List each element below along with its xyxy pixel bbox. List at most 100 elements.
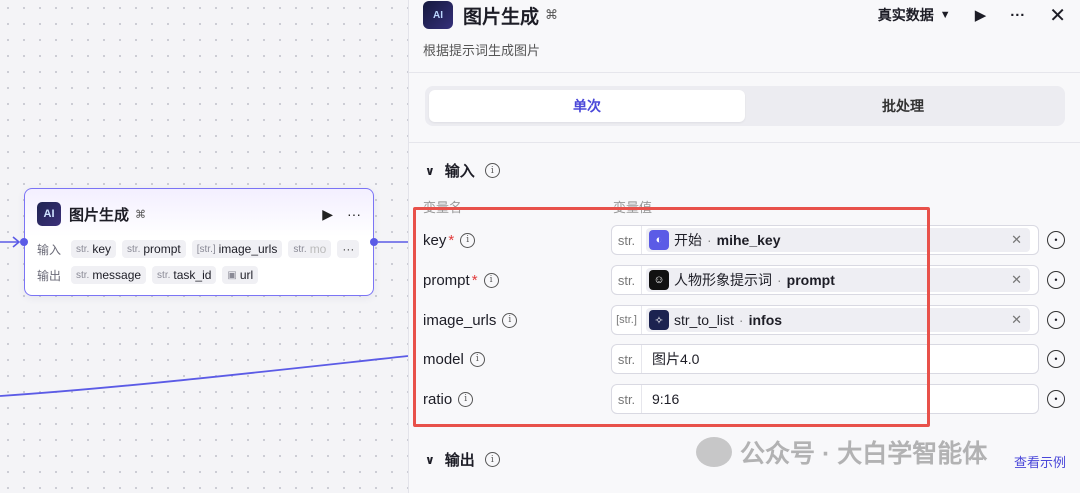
workflow-canvas[interactable]: AI 图片生成 ⌘ ▶ ··· 输入 str.key str.prompt [s… (0, 0, 409, 493)
param-value-field[interactable]: str. ◐ 开始 · mihe_key ✕ (611, 225, 1039, 255)
output-chip-message: str.message (71, 266, 147, 284)
panel-description: 根据提示词生成图片 (423, 43, 541, 58)
input-chip-model: str.mo (288, 240, 332, 258)
param-value-field[interactable]: [str.] ✧ str_to_list · infos ✕ (611, 305, 1039, 335)
node-config-panel: AI 图片生成 ⌘ 真实数据 ▼ ▶ ··· ✕ 根据提示词生成图片 单次 批处… (408, 0, 1080, 493)
chevron-down-icon: ∨ (425, 163, 435, 178)
type-tag: str. (612, 226, 642, 254)
ref-source: str_to_list (674, 312, 734, 328)
variable-picker-icon[interactable]: • (1047, 350, 1065, 368)
param-name: prompt (423, 271, 470, 289)
clear-icon[interactable]: ✕ (1011, 232, 1022, 247)
divider (409, 142, 1080, 143)
run-icon[interactable]: ▶ (974, 7, 987, 24)
param-row-key: key* i str. ◐ 开始 · mihe_key ✕ • (423, 225, 1073, 255)
node-output-port[interactable] (370, 238, 378, 246)
input-more-button[interactable]: ··· (337, 240, 360, 258)
input-label: 输入 (37, 242, 62, 257)
param-value-field[interactable]: str. ☺ 人物形象提示词 · prompt ✕ (611, 265, 1039, 295)
clear-icon[interactable]: ✕ (1011, 272, 1022, 287)
variable-reference-chip[interactable]: ✧ str_to_list · infos ✕ (646, 308, 1030, 332)
info-icon: i (484, 452, 500, 467)
tab-single[interactable]: 单次 (429, 90, 745, 122)
input-section-header[interactable]: ∨ 输入 i (425, 160, 500, 181)
type-tag: [str.] (612, 306, 642, 334)
ref-key: mihe_key (716, 232, 781, 248)
ref-source: 开始 (674, 232, 702, 248)
type-tag: str. (612, 385, 642, 413)
chevron-down-icon: ∨ (425, 452, 435, 467)
param-row-model: model i str. 图片4.0 • (423, 344, 1073, 374)
variable-picker-icon[interactable]: • (1047, 390, 1065, 408)
info-icon: i (469, 351, 485, 367)
info-icon: i (502, 312, 518, 328)
watermark-text: 公众号 · 大白学智能体 (740, 440, 988, 468)
param-name: ratio (423, 390, 453, 408)
variable-reference-chip[interactable]: ☺ 人物形象提示词 · prompt ✕ (646, 268, 1030, 292)
view-example-link[interactable]: 查看示例 (1014, 455, 1067, 470)
node-more-icon[interactable]: ··· (347, 205, 361, 222)
param-row-prompt: prompt* i str. ☺ 人物形象提示词 · prompt ✕ • (423, 265, 1073, 295)
tab-batch[interactable]: 批处理 (882, 98, 924, 114)
ref-key: infos (748, 312, 783, 328)
plugin-badge-icon: ⌘ (545, 7, 559, 22)
node-input-port[interactable] (20, 238, 28, 246)
variable-picker-icon[interactable]: • (1047, 271, 1065, 289)
start-node-icon: ◐ (649, 230, 669, 250)
info-icon: i (460, 232, 476, 248)
wechat-icon (696, 437, 732, 467)
param-name: model (423, 350, 464, 368)
ref-key: prompt (786, 272, 835, 288)
more-icon[interactable]: ··· (1010, 6, 1026, 24)
variable-picker-icon[interactable]: • (1047, 231, 1065, 249)
info-icon: i (484, 163, 500, 178)
prompt-node-icon: ☺ (649, 270, 669, 290)
variable-reference-chip[interactable]: ◐ 开始 · mihe_key ✕ (646, 228, 1030, 252)
type-tag: str. (612, 345, 642, 373)
node-output-row: 输出 str.message str.task_id ▣url (37, 265, 361, 285)
column-header-value: 变量值 (613, 200, 653, 215)
input-chip-prompt: str.prompt (122, 240, 186, 258)
data-mode-label: 真实数据 (877, 7, 934, 23)
param-name: key (423, 231, 447, 249)
separator: · (777, 272, 782, 288)
variable-picker-icon[interactable]: • (1047, 311, 1065, 329)
node-logo-icon: AI (37, 202, 61, 226)
run-mode-tabs: 单次 批处理 (425, 86, 1065, 126)
input-chip-key: str.key (71, 240, 117, 258)
data-mode-dropdown[interactable]: 真实数据 ▼ (878, 5, 951, 25)
required-marker: * (471, 271, 478, 289)
node-input-row: 输入 str.key str.prompt [str.]image_urls s… (37, 239, 361, 259)
output-chip-task-id: str.task_id (152, 266, 217, 284)
ref-source: 人物形象提示词 (674, 272, 772, 288)
param-value: 图片4.0 (652, 351, 700, 367)
info-icon: i (458, 391, 474, 407)
info-icon: i (483, 272, 499, 288)
panel-logo-icon: AI (423, 1, 453, 29)
input-chip-image-urls: [str.]image_urls (191, 240, 283, 258)
output-section-title: 输出 (444, 452, 475, 469)
close-icon[interactable]: ✕ (1049, 4, 1066, 27)
node-title: 图片生成 (69, 206, 130, 224)
param-row-ratio: ratio i str. 9:16 • (423, 384, 1073, 414)
param-name: image_urls (423, 311, 497, 329)
caret-down-icon: ▼ (939, 9, 951, 21)
str-to-list-node-icon: ✧ (649, 310, 669, 330)
separator: · (738, 312, 744, 328)
column-header-name: 变量名 (423, 200, 463, 215)
output-section-header[interactable]: ∨ 输出 i (425, 449, 500, 470)
param-value-field[interactable]: str. 9:16 (611, 384, 1039, 414)
clear-icon[interactable]: ✕ (1011, 312, 1022, 327)
image-generation-node[interactable]: AI 图片生成 ⌘ ▶ ··· 输入 str.key str.prompt [s… (24, 188, 374, 296)
param-row-image-urls: image_urls i [str.] ✧ str_to_list · info… (423, 305, 1073, 335)
plugin-badge-icon: ⌘ (135, 208, 147, 221)
output-label: 输出 (37, 268, 62, 283)
input-section-title: 输入 (444, 163, 475, 180)
output-chip-url: ▣url (222, 266, 259, 284)
watermark: 公众号 · 大白学智能体 (696, 434, 987, 470)
divider (409, 72, 1080, 73)
param-value: 9:16 (652, 391, 680, 407)
run-node-icon[interactable]: ▶ (322, 205, 333, 222)
param-value-field[interactable]: str. 图片4.0 (611, 344, 1039, 374)
type-tag: str. (612, 266, 642, 294)
